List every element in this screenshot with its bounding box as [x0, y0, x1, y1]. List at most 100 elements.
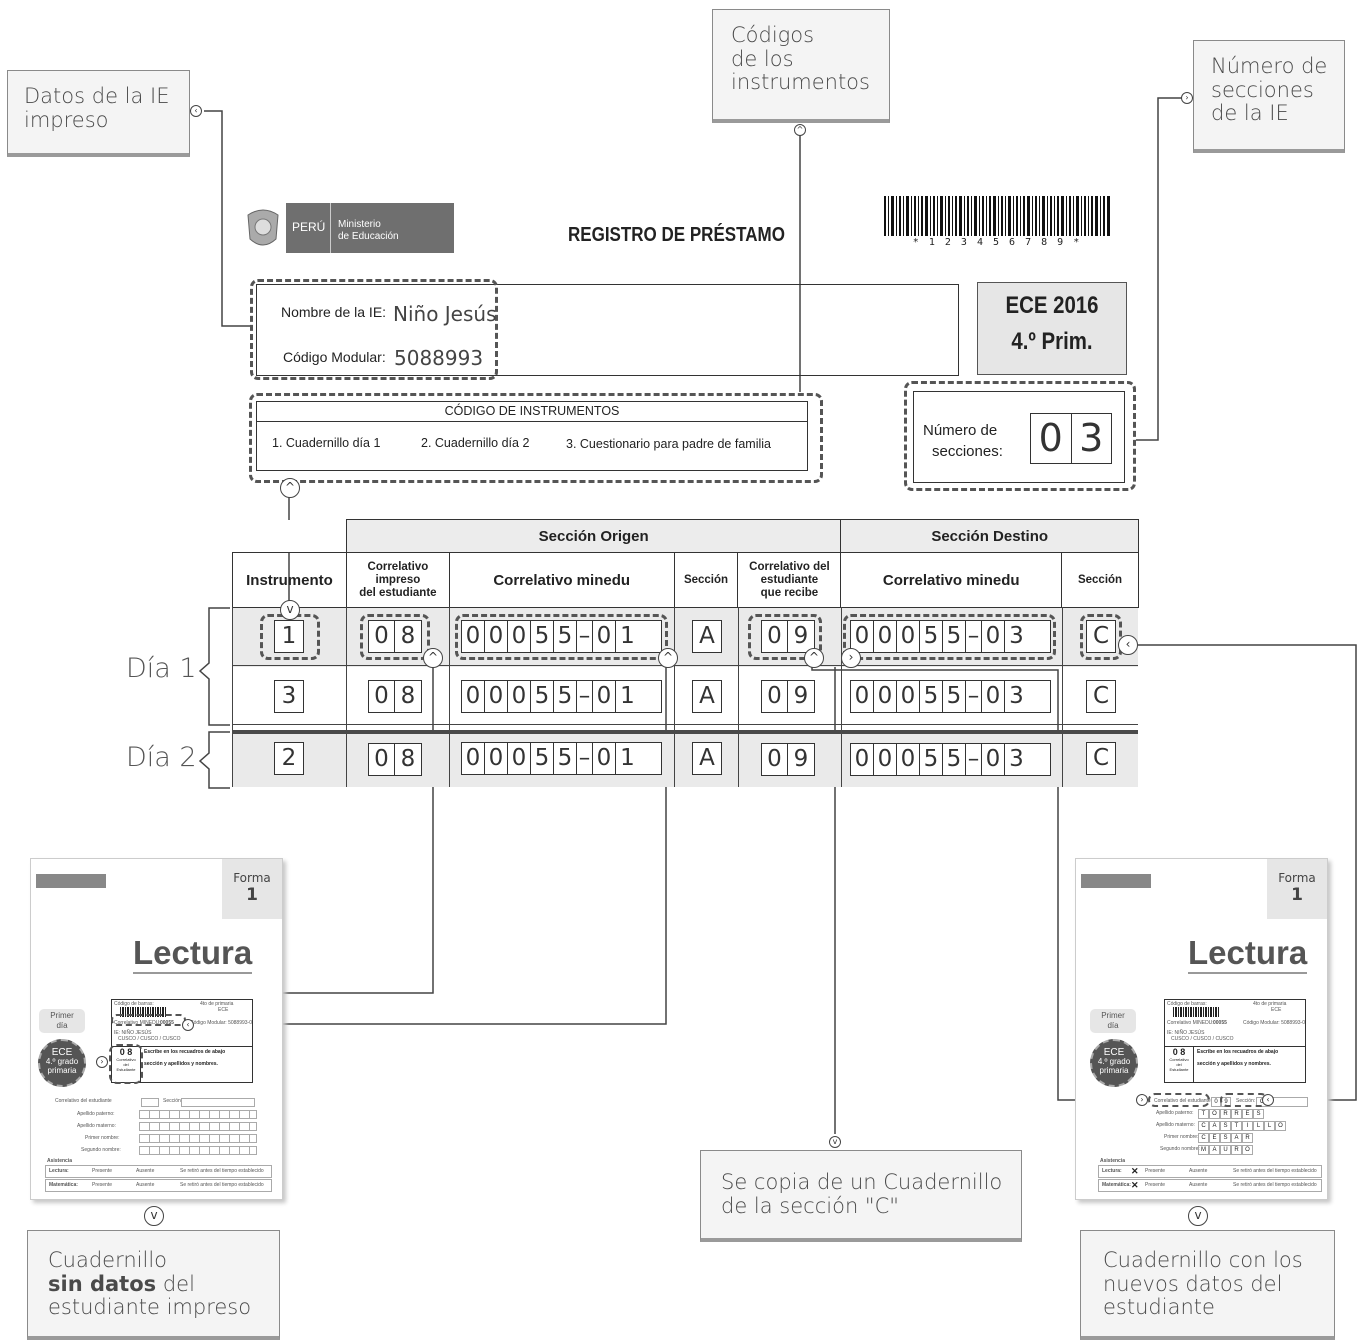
asistencia-row: Lectura: ✕ Presente Ausente Se retiró an…: [1098, 1165, 1322, 1178]
seccion-origen-cell: A: [692, 742, 722, 775]
checked-x-icon: ✕: [1131, 1180, 1139, 1190]
peru-logo: PERÚ Ministerio de Educación: [240, 203, 454, 253]
tiny-text: ECE: [1271, 1007, 1281, 1013]
ece-line1: ECE 2016: [989, 292, 1115, 320]
tag-line: Primer: [39, 1011, 85, 1021]
filled-char: E: [1242, 1109, 1253, 1119]
cell-digit: 5: [531, 743, 554, 774]
asistencia-row: Lectura: Presente Ausente Se retiró ante…: [45, 1165, 272, 1178]
cell-value: A: [693, 681, 721, 712]
corr-box: 0 8 Correlativo del Estudiante: [1165, 1046, 1194, 1082]
tiny-text: Ausente: [136, 1168, 154, 1174]
forma-number: 1: [1267, 885, 1327, 905]
filled-char: C: [1198, 1133, 1209, 1143]
cell-digit: 3: [1005, 681, 1028, 712]
chevron-right-icon: ›: [96, 1056, 108, 1068]
tiny-text: Presente: [1145, 1168, 1165, 1174]
seccion-origen-cell: A: [692, 680, 722, 713]
cell-value: A: [693, 621, 721, 652]
barcode: * 1 2 3 4 5 6 7 8 9 *: [884, 196, 1110, 244]
cell-digit: 5: [554, 743, 577, 774]
tiny-text: ECE: [218, 1007, 228, 1013]
tiny-text: Presente: [92, 1168, 112, 1174]
chevron-up-icon: ^: [804, 648, 824, 668]
cell-digit: 0: [508, 743, 531, 774]
cell-digit: 0: [982, 744, 1005, 775]
asistencia-row: Matemática: ✕ Presente Ausente Se retiró…: [1098, 1179, 1322, 1192]
sections-label-1: Número de: [923, 422, 997, 439]
sections-digit: 0: [1031, 414, 1072, 463]
codes-item-2: 2. Cuadernillo día 2: [421, 436, 529, 450]
seccion-destino-cell: C: [1086, 742, 1116, 775]
tag-line: día: [39, 1021, 85, 1031]
col-seccion-dest: Sección: [1062, 553, 1139, 608]
cell-digit: 0: [851, 744, 874, 775]
cell-dash: –: [577, 743, 593, 774]
corr-destino-cell: 09: [761, 743, 815, 776]
minedu-origen-cell: 00055–01: [461, 680, 662, 713]
cell-dash: –: [966, 744, 982, 775]
badge-line: ECE: [1092, 1048, 1136, 1057]
cell-digit: 5: [531, 681, 554, 712]
form-label: Sección:: [163, 1098, 182, 1104]
highlight-corr-origen: [360, 614, 430, 660]
chevron-left-icon: ‹: [190, 105, 202, 117]
booklet-logo: [36, 874, 106, 888]
chevron-down-icon: v: [829, 1136, 841, 1148]
form-grid: [139, 1134, 257, 1143]
filled-char: O: [1275, 1121, 1286, 1131]
form-grid: [139, 1110, 257, 1119]
highlight-minedu-destino: [843, 614, 1056, 660]
badge-line: primaria: [40, 1066, 84, 1075]
filled-char: L: [1253, 1121, 1264, 1131]
peru-label: PERÚ: [292, 220, 326, 234]
cell-digit: 0: [874, 681, 897, 712]
cell-digit: 0: [508, 681, 531, 712]
filled-char: M: [1198, 1145, 1209, 1155]
checked-x-icon: ✕: [1131, 1166, 1139, 1176]
filled-char: U: [1220, 1145, 1231, 1155]
cell-digit: 0: [982, 681, 1005, 712]
cell-value: 2: [275, 743, 303, 774]
day1-label: Día 1: [126, 653, 197, 684]
primer-dia-tag: Primer día: [1090, 1009, 1136, 1033]
corr-origen-cell: 08: [368, 680, 422, 713]
ece-box: ECE 2016 4.º Prim.: [977, 282, 1127, 375]
ie-code-label: Código Modular:: [283, 349, 386, 365]
ie-name-label: Nombre de la IE:: [281, 304, 386, 320]
filled-char: T: [1198, 1109, 1209, 1119]
filled-materno: C A S T I L L O: [1198, 1121, 1286, 1131]
seccion-destino-cell: C: [1086, 680, 1116, 713]
badge-line: primaria: [1092, 1066, 1136, 1075]
form-grid: [139, 1146, 257, 1155]
tiny-text: Código Modular: 5088993-0: [1243, 1020, 1305, 1026]
filled-char: R: [1242, 1133, 1253, 1143]
tiny-text: sección y apellidos y nombres.: [1197, 1061, 1271, 1067]
table-row-divider: [232, 665, 1138, 666]
cell-digit: 9: [788, 681, 814, 712]
cell-digit: 5: [554, 681, 577, 712]
chevron-up-icon: ^: [794, 124, 806, 136]
form-label: Primer nombre:: [85, 1135, 119, 1141]
ie-name-value: Niño Jesús: [393, 302, 497, 326]
tiny-text: Se retiró antes del tiempo establecido: [180, 1182, 264, 1188]
mini-barcode: [1173, 1007, 1219, 1017]
tiny-text: Se retiró antes del tiempo establecido: [1233, 1168, 1317, 1174]
filled-char: L: [1264, 1121, 1275, 1131]
filled-char: O: [1209, 1109, 1220, 1119]
ece-badge: ECE 4.º grado primaria: [1090, 1039, 1138, 1087]
filled-char: S: [1253, 1109, 1264, 1119]
chevron-right-icon: ›: [841, 648, 861, 668]
minedu-destino-cell: 00055–03: [850, 680, 1051, 713]
highlight-minedu-origen: [455, 614, 668, 660]
chevron-up-icon: ^: [280, 478, 300, 498]
cell-value: A: [693, 743, 721, 774]
chevron-left-icon: ‹: [1118, 635, 1138, 655]
col-seccion: Sección: [674, 553, 738, 608]
badge-line: 4.º grado: [40, 1057, 84, 1066]
filled-char: A: [1231, 1133, 1242, 1143]
filled-char: S: [1220, 1133, 1231, 1143]
seccion-origen-cell: A: [692, 620, 722, 653]
filled-char: R: [1220, 1109, 1231, 1119]
badge-line: 4.º grado: [1092, 1057, 1136, 1066]
